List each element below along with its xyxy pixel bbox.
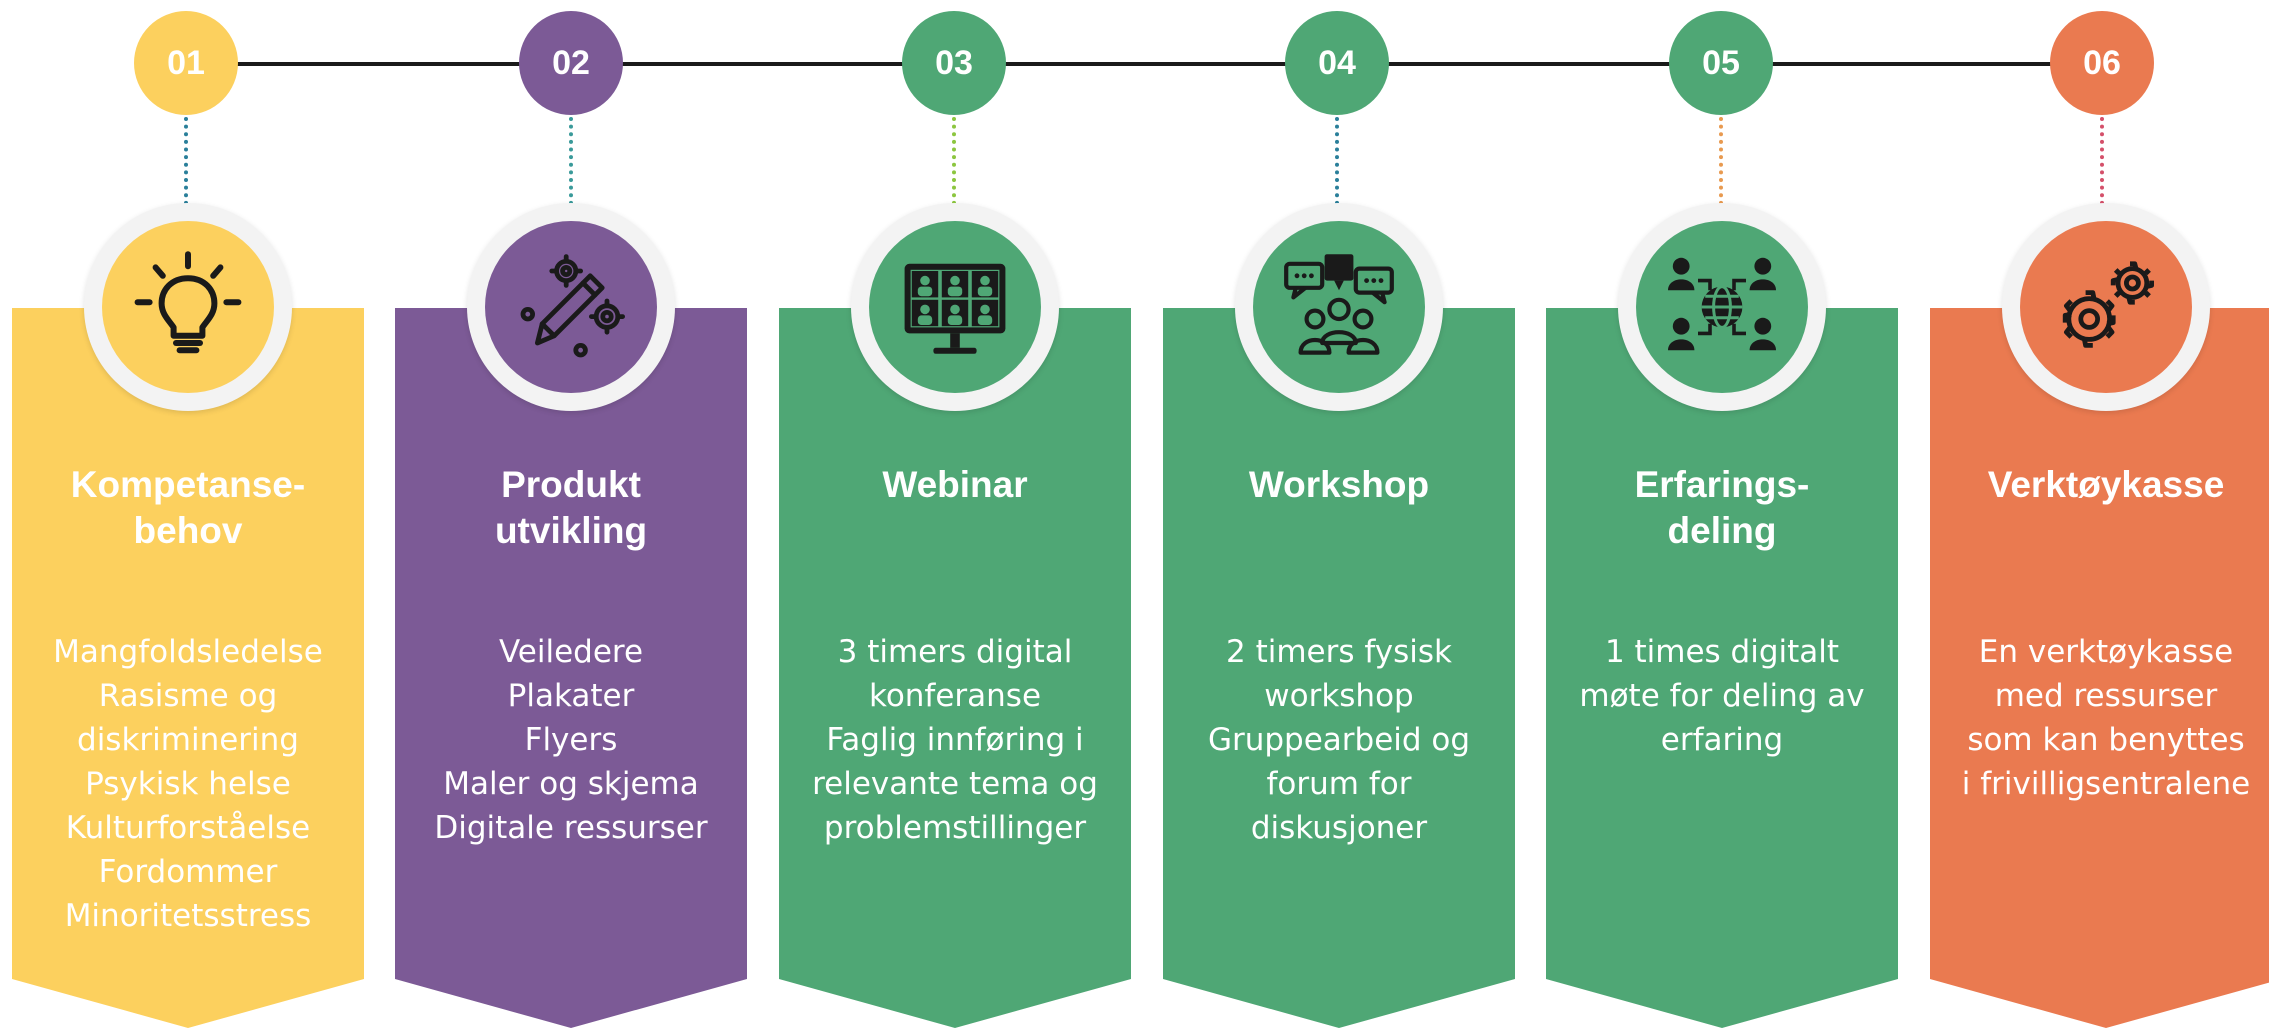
step-title: Webinar xyxy=(779,462,1131,508)
step-number-circle: 05 xyxy=(1669,11,1773,115)
step-description: 1 times digitalt møte for deling av erfa… xyxy=(1546,630,1898,762)
step-connector xyxy=(569,117,573,205)
step-desc-line: møte for deling av xyxy=(1579,678,1865,714)
step-title: Verktøykasse xyxy=(1930,462,2269,508)
step-desc-line: relevante tema og xyxy=(812,766,1098,802)
step-title-line: Verktøykasse xyxy=(1987,464,2225,505)
step-desc-line: erfaring xyxy=(1660,722,1784,758)
step-title-line: utvikling xyxy=(494,510,648,551)
step-connector xyxy=(1719,117,1723,205)
step-desc-line: problemstillinger xyxy=(823,810,1087,846)
step-icon-ring xyxy=(2002,203,2210,411)
step-description: 3 timers digital konferanse Faglig innfø… xyxy=(779,630,1131,850)
step-icon-disc xyxy=(869,221,1041,393)
step-icon-disc xyxy=(2020,221,2192,393)
step-number: 06 xyxy=(2083,43,2121,82)
step-title-line: Produkt xyxy=(501,464,641,505)
step-desc-line: En verktøykasse xyxy=(1978,634,2234,670)
step-connector xyxy=(2100,117,2104,205)
step-icon-disc xyxy=(1253,221,1425,393)
step-desc-line: Minoritetsstress xyxy=(64,898,312,934)
lightbulb-icon xyxy=(134,251,242,354)
step-title: Produkt utvikling xyxy=(395,462,747,554)
step-desc-line: forum for xyxy=(1266,766,1412,802)
step-description: En verktøykasse med ressurser som kan be… xyxy=(1930,630,2269,806)
step-connector xyxy=(1335,117,1339,205)
step-number-circle: 03 xyxy=(902,11,1006,115)
step-desc-line: Mangfoldsledelse xyxy=(53,634,323,670)
step-title-line: Workshop xyxy=(1248,464,1430,505)
step-title: Erfarings- deling xyxy=(1546,462,1898,554)
step-desc-line: som kan benyttes xyxy=(1967,722,2245,758)
step-number: 04 xyxy=(1318,43,1356,82)
step-title: Kompetanse- behov xyxy=(12,462,364,554)
step-title-line: Kompetanse- xyxy=(70,464,306,505)
step-desc-line: diskusjoner xyxy=(1250,810,1428,846)
step-icon-ring xyxy=(1618,203,1826,411)
step-desc-line: workshop xyxy=(1264,678,1414,714)
step-desc-line: med ressurser xyxy=(1994,678,2218,714)
step-icon-disc xyxy=(102,221,274,393)
step-banner xyxy=(1930,308,2269,1028)
pencil-gears-icon xyxy=(520,254,625,358)
step-title-line: Erfarings- xyxy=(1634,464,1810,505)
step-desc-line: Fordommer xyxy=(98,854,278,890)
step-banner xyxy=(1546,308,1898,1028)
step-title-line: deling xyxy=(1667,510,1777,551)
step-desc-line: Digitale ressurser xyxy=(434,810,708,846)
step-icon-disc xyxy=(485,221,657,393)
step-desc-line: Gruppearbeid og xyxy=(1207,722,1471,758)
step-desc-line: 3 timers digital xyxy=(837,634,1073,670)
step-connector xyxy=(952,117,956,205)
step-icon-ring xyxy=(851,203,1059,411)
step-desc-line: Faglig innføring i xyxy=(826,722,1084,758)
step-number: 01 xyxy=(167,43,205,82)
step-desc-line: 2 timers fysisk xyxy=(1226,634,1452,670)
step-title: Workshop xyxy=(1163,462,1515,508)
step-desc-line: Rasisme og xyxy=(98,678,278,714)
step-icon-ring xyxy=(1235,203,1443,411)
step-number: 05 xyxy=(1702,43,1740,82)
global-network-icon xyxy=(1668,257,1776,351)
step-banner xyxy=(779,308,1131,1028)
step-desc-line: Maler og skjema xyxy=(443,766,699,802)
step-connector xyxy=(184,117,188,205)
step-icon-ring xyxy=(467,203,675,411)
timeline-line xyxy=(186,62,2101,66)
step-title-line: Webinar xyxy=(882,464,1028,505)
step-number-circle: 02 xyxy=(519,11,623,115)
step-number-circle: 06 xyxy=(2050,11,2154,115)
step-desc-line: Psykisk helse xyxy=(85,766,291,802)
step-desc-line: Kulturforståelse xyxy=(65,810,311,846)
video-conference-icon xyxy=(904,263,1006,354)
step-title-line: behov xyxy=(133,510,243,551)
step-description: Mangfoldsledelse Rasisme og diskrimineri… xyxy=(12,630,364,938)
step-desc-line: Plakater xyxy=(507,678,635,714)
gears-icon xyxy=(2062,261,2154,348)
step-number: 02 xyxy=(552,43,590,82)
step-icon-disc xyxy=(1636,221,1808,393)
step-desc-line: i frivilligsentralene xyxy=(1961,766,2251,802)
step-number-circle: 01 xyxy=(134,11,238,115)
step-desc-line: Veiledere xyxy=(498,634,644,670)
step-desc-line: 1 times digitalt xyxy=(1604,634,1840,670)
step-banner xyxy=(395,308,747,1028)
step-banner xyxy=(1163,308,1515,1028)
step-description: Veiledere Plakater Flyers Maler og skjem… xyxy=(395,630,747,850)
step-desc-line: Flyers xyxy=(524,722,618,758)
step-icon-ring xyxy=(84,203,292,411)
step-banner xyxy=(12,308,364,1028)
group-discussion-icon xyxy=(1284,254,1394,355)
step-description: 2 timers fysisk workshop Gruppearbeid og… xyxy=(1163,630,1515,850)
step-desc-line: diskriminering xyxy=(77,722,299,758)
step-desc-line: konferanse xyxy=(868,678,1042,714)
step-number-circle: 04 xyxy=(1285,11,1389,115)
step-number: 03 xyxy=(935,43,973,82)
